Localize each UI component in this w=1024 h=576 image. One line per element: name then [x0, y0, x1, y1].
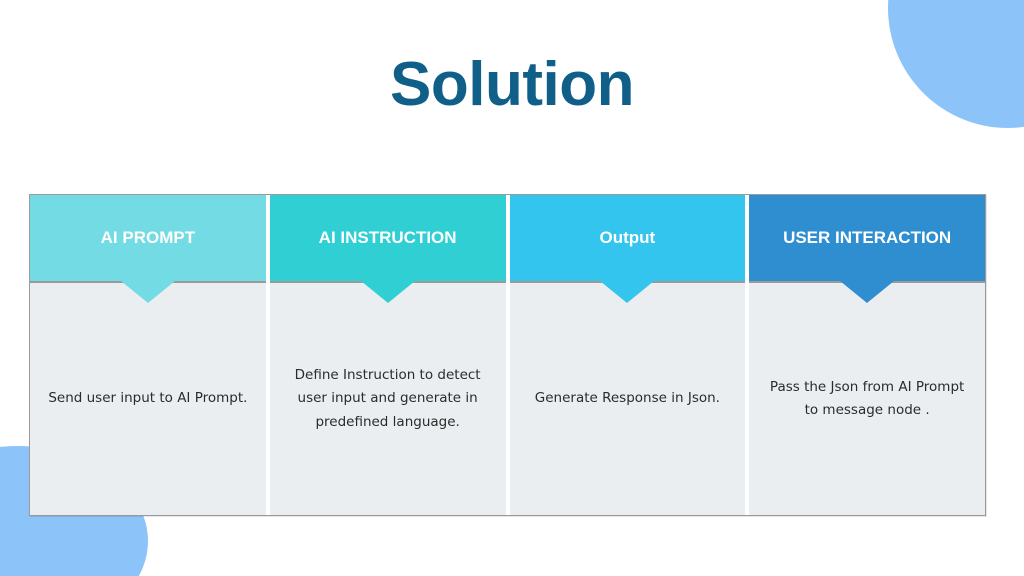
column-header-user-interaction[interactable]: USER INTERACTION	[749, 195, 985, 303]
column-header-output[interactable]: Output	[509, 195, 746, 303]
column-body-user-interaction: Pass the Json from AI Prompt to message …	[749, 283, 985, 515]
column-body-text: Pass the Json from AI Prompt to message …	[769, 378, 965, 418]
process-columns: AI PROMPT Send user input to AI Prompt. …	[30, 195, 985, 515]
page-title: Solution	[390, 50, 634, 119]
process-column-output[interactable]: Output Generate Response in Json.	[509, 195, 750, 515]
column-body-ai-prompt: Send user input to AI Prompt.	[30, 283, 266, 515]
process-column-ai-prompt[interactable]: AI PROMPT Send user input to AI Prompt.	[30, 195, 270, 515]
column-body-output: Generate Response in Json.	[509, 283, 746, 515]
column-header-ai-prompt[interactable]: AI PROMPT	[30, 195, 266, 303]
column-header-label: Output	[599, 227, 656, 247]
column-header-ai-instruction[interactable]: AI INSTRUCTION	[269, 195, 506, 303]
process-diagram: AI PROMPT Send user input to AI Prompt. …	[29, 194, 986, 516]
column-header-label: USER INTERACTION	[783, 227, 952, 247]
column-header-label: AI INSTRUCTION	[318, 227, 457, 247]
column-body-text: Generate Response in Json.	[534, 390, 720, 407]
column-body-text: Send user input to AI Prompt.	[48, 390, 248, 407]
column-body-ai-instruction: Define Instruction to detect user input …	[269, 283, 506, 515]
column-header-label: AI PROMPT	[100, 227, 196, 247]
column-body-text: Define Instruction to detect user input …	[294, 367, 481, 430]
process-column-user-interaction[interactable]: USER INTERACTION Pass the Json from AI P…	[749, 195, 985, 515]
process-column-ai-instruction[interactable]: AI INSTRUCTION Define Instruction to det…	[269, 195, 510, 515]
